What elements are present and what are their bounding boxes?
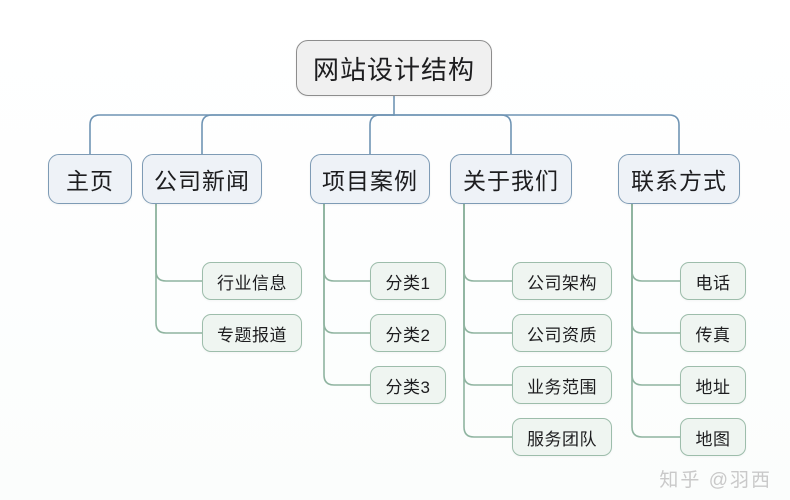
- edge-branch-1-to-leaf-0: [155, 203, 203, 282]
- branch-node-2[interactable]: 项目案例: [310, 154, 430, 204]
- edge-root-to-branch-1: [201, 114, 395, 155]
- edge-branch-2-to-leaf-2: [323, 203, 371, 386]
- leaf-node-4-0[interactable]: 电话: [680, 262, 746, 300]
- edge-branch-3-to-leaf-1: [463, 203, 513, 334]
- edge-branch-3-to-leaf-0: [463, 203, 513, 282]
- leaf-node-1-0[interactable]: 行业信息: [202, 262, 302, 300]
- branch-node-0[interactable]: 主页: [48, 154, 132, 204]
- watermark-label: 知乎 @羽西: [659, 470, 772, 491]
- edge-root-to-branch-3: [393, 114, 512, 155]
- edge-branch-2-to-leaf-0: [323, 203, 371, 282]
- edge-root-to-branch-4: [393, 114, 680, 155]
- edge-branch-4-to-leaf-1: [631, 203, 681, 334]
- edge-branch-4-to-leaf-0: [631, 203, 681, 282]
- root-node-website-structure[interactable]: 网站设计结构: [296, 40, 492, 96]
- leaf-node-4-1[interactable]: 传真: [680, 314, 746, 352]
- edge-branch-4-to-leaf-3: [631, 203, 681, 438]
- leaf-node-3-0[interactable]: 公司架构: [512, 262, 612, 300]
- leaf-node-4-2[interactable]: 地址: [680, 366, 746, 404]
- leaf-node-2-1[interactable]: 分类2: [370, 314, 446, 352]
- edge-root-to-branch-2: [369, 114, 395, 155]
- branch-node-3[interactable]: 关于我们: [450, 154, 572, 204]
- edge-branch-3-to-leaf-3: [463, 203, 513, 438]
- leaf-node-3-2[interactable]: 业务范围: [512, 366, 612, 404]
- leaf-node-4-3[interactable]: 地图: [680, 418, 746, 456]
- edge-root-to-branch-0: [89, 114, 395, 155]
- branch-node-1[interactable]: 公司新闻: [142, 154, 262, 204]
- edge-branch-2-to-leaf-1: [323, 203, 371, 334]
- leaf-node-2-2[interactable]: 分类3: [370, 366, 446, 404]
- leaf-node-1-1[interactable]: 专题报道: [202, 314, 302, 352]
- edge-branch-3-to-leaf-2: [463, 203, 513, 386]
- leaf-node-3-3[interactable]: 服务团队: [512, 418, 612, 456]
- leaf-node-2-0[interactable]: 分类1: [370, 262, 446, 300]
- edge-branch-4-to-leaf-2: [631, 203, 681, 386]
- branch-node-4[interactable]: 联系方式: [618, 154, 740, 204]
- edge-branch-1-to-leaf-1: [155, 203, 203, 334]
- leaf-node-3-1[interactable]: 公司资质: [512, 314, 612, 352]
